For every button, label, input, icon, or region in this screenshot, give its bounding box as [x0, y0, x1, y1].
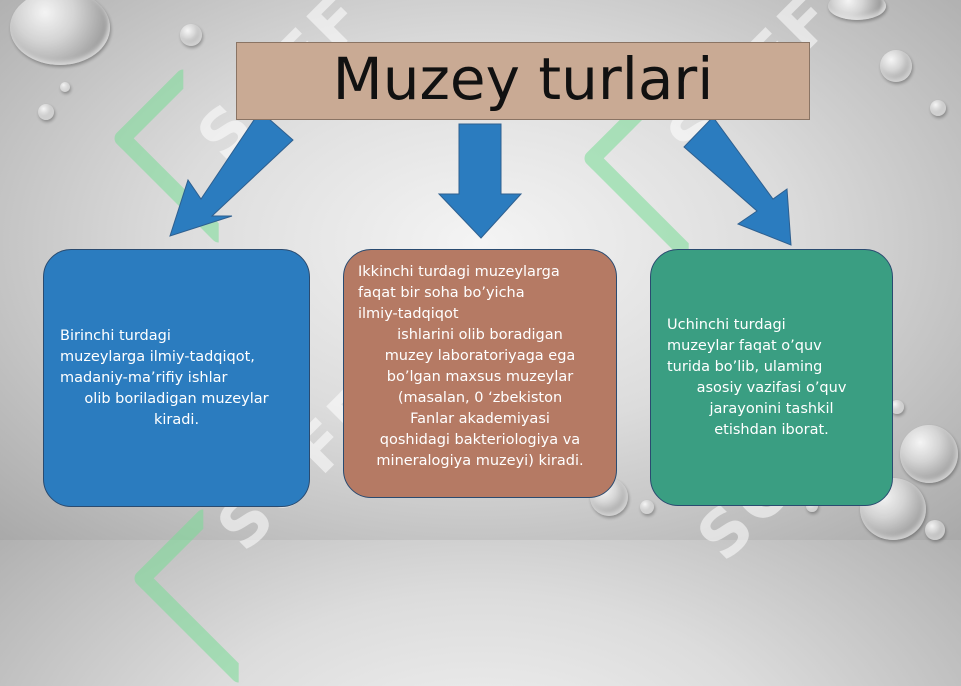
- arrows-layer: [169, 110, 792, 246]
- card-line: (masalan, 0 ‘zbekiston: [397, 390, 563, 406]
- water-drop: [828, 0, 886, 20]
- water-drop: [180, 24, 202, 46]
- card-line: qoshidagi bakteriologiya va: [379, 432, 581, 448]
- card-line: bo’lgan maxsus muzeylar: [386, 369, 574, 385]
- card-line: muzeylar faqat o’quv: [667, 337, 822, 354]
- page-title: Muzey turlari: [332, 45, 714, 113]
- card-line: muzeylarga ilmiy-tadqiqot,: [60, 348, 255, 365]
- water-drop: [880, 50, 912, 82]
- card-line: olib boriladigan muzeylar: [84, 390, 269, 407]
- title-box: Muzey turlari: [236, 42, 810, 120]
- card-line: kiradi.: [153, 411, 200, 428]
- water-drop: [900, 425, 958, 483]
- left-arrow: [169, 110, 294, 237]
- card-line: jarayonini tashkil: [709, 400, 834, 417]
- card-line: ishlarini olib boradigan: [397, 327, 563, 343]
- center-arrow: [437, 123, 523, 239]
- card-line: Birinchi turdagi: [60, 327, 171, 344]
- right-arrow: [683, 116, 792, 246]
- card-line: mineralogiya muzeyi) kiradi.: [376, 453, 584, 469]
- card-line: muzey laboratoriyaga ega: [384, 348, 576, 364]
- water-drop: [60, 82, 70, 92]
- water-drop: [890, 400, 904, 414]
- card-line: ilmiy-tadqiqot: [358, 306, 459, 322]
- card-line: Uchinchi turdagi: [667, 316, 786, 333]
- water-drop: [10, 0, 110, 65]
- card-line: turida bo’lib, ulaming: [667, 358, 823, 375]
- card-line: madaniy-ma’rifiy ishlar: [60, 369, 228, 386]
- museum-type-2-card: Ikkinchi turdagi muzeylarga faqat bir so…: [343, 249, 617, 498]
- water-drop: [640, 500, 654, 514]
- museum-type-3-card: Uchinchi turdagi muzeylar faqat o’quv tu…: [650, 249, 893, 506]
- water-drop: [38, 104, 54, 120]
- card-line: faqat bir soha bo’yicha: [358, 285, 525, 301]
- card-line: Ikkinchi turdagi muzeylarga: [358, 264, 560, 280]
- card-line: Fanlar akademiyasi: [410, 411, 550, 427]
- museum-type-1-card: Birinchi turdagi muzeylarga ilmiy-tadqiq…: [43, 249, 310, 507]
- water-drop: [930, 100, 946, 116]
- card-line: etishdan iborat.: [714, 421, 829, 438]
- water-drop: [925, 520, 945, 540]
- card-line: asosiy vazifasi o’quv: [696, 379, 847, 396]
